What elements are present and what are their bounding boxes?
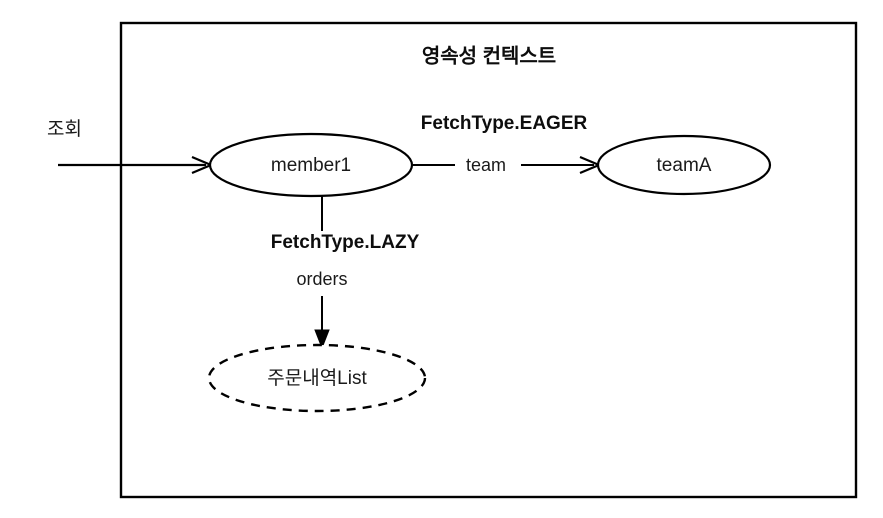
- page-title: 영속성 컨텍스트: [422, 44, 556, 67]
- lazy-field-label: orders: [296, 269, 347, 289]
- eager-field-label: team: [466, 155, 506, 175]
- query-label: 조회: [47, 118, 82, 140]
- node-orders-proxy: [207, 343, 427, 413]
- node-teamA: [596, 134, 772, 196]
- eager-fetchtype-label: FetchType.EAGER: [421, 113, 588, 134]
- node-member1: [208, 132, 414, 198]
- lazy-fetchtype-label: FetchType.LAZY: [271, 232, 420, 253]
- node-teamA-label: teamA: [657, 155, 712, 176]
- persistence-context-boundary: [119, 21, 858, 499]
- node-orders-proxy-label: 주문내역List: [267, 367, 367, 389]
- lazy-arrow-head-icon: [314, 329, 330, 350]
- node-member1-label: member1: [271, 155, 351, 176]
